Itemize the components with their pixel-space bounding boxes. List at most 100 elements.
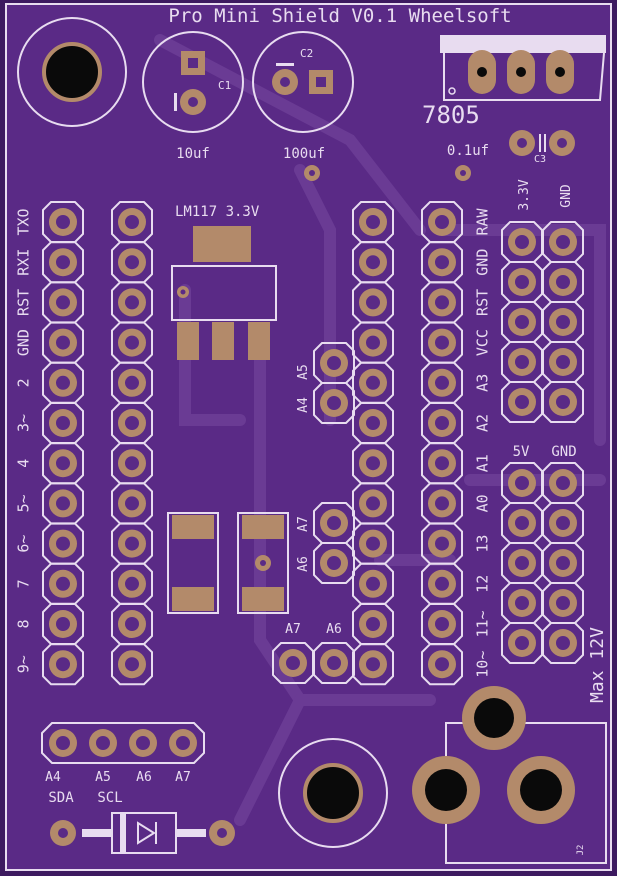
right-pin-label-9: 13 (474, 535, 492, 553)
a6-pad (313, 542, 355, 584)
left-header-inner-pin-1 (111, 201, 153, 243)
regulator-7805 (440, 35, 606, 101)
right-header-outer-pin-6 (421, 402, 463, 444)
header-5v-left-pin-4 (501, 582, 543, 624)
left-pin-label-3: RST (15, 289, 33, 316)
left-header-inner-pin-12 (111, 643, 153, 686)
capacitor-c2: C2 (252, 31, 354, 133)
right-header-outer-pin-2 (421, 241, 463, 284)
right-header-inner-pin-5 (352, 361, 394, 404)
left-pin-label-8: 5~ (15, 494, 33, 512)
capacitor-c1: C1 (142, 31, 244, 133)
smd-component-left (167, 512, 219, 614)
right-pin-label-6: A2 (474, 414, 492, 432)
bottom-header-sda: SDA (48, 790, 74, 806)
header-33-left-label: 3.3V (517, 179, 532, 210)
c2-ref: C2 (300, 47, 313, 60)
c3-value: 0.1uf (447, 143, 489, 159)
diode (50, 812, 235, 854)
right-header-outer-pin-9 (421, 522, 463, 565)
left-header-outer-pin-9 (42, 522, 84, 565)
left-pin-label-12: 9~ (15, 655, 33, 673)
left-pin-label-11: 8 (15, 619, 33, 628)
c1-value: 10uf (176, 146, 210, 162)
right-pin-label-7: A1 (474, 454, 492, 472)
left-pin-label-4: GND (15, 329, 33, 356)
bottom-header-outline (41, 722, 205, 764)
left-pin-label-5: 2 (15, 378, 33, 387)
right-pin-label-1: RAW (474, 207, 492, 235)
label-a4: A4 (296, 397, 311, 413)
bottom-header-a7: A7 (175, 770, 191, 785)
bottom-a6-pad (313, 642, 355, 684)
dc-jack: J2 (412, 686, 607, 864)
bottom-header-pin-3 (129, 729, 157, 757)
label-a6: A6 (296, 556, 311, 572)
label-a5: A5 (296, 364, 311, 380)
right-pin-label-11: 11~ (474, 610, 492, 637)
max-voltage-label: Max 12V (587, 627, 608, 703)
board-title: Pro Mini Shield V0.1 Wheelsoft (168, 5, 511, 27)
left-header-inner-pin-6 (111, 402, 153, 444)
bottom-header-pin-2 (89, 729, 117, 757)
header-33-right-pin-5 (542, 381, 584, 423)
bottom-header-a5: A5 (95, 770, 111, 785)
capacitor-c3: C3 (509, 130, 575, 165)
left-header-outer-pin-4 (42, 321, 84, 364)
left-pin-label-1: TXO (15, 208, 33, 235)
label-bottom-a7: A7 (285, 622, 301, 637)
header-5v-right-label: GND (551, 444, 576, 460)
c3-ref: C3 (534, 154, 546, 165)
header-5v-left-pin-5 (501, 622, 543, 664)
left-pin-label-10: 7 (15, 579, 33, 588)
dc-jack-ref: J2 (576, 845, 586, 856)
bottom-header-a6: A6 (136, 770, 152, 785)
label-bottom-a6: A6 (326, 622, 342, 637)
right-header-inner-pin-2 (352, 241, 394, 284)
right-pin-label-2: GND (474, 249, 492, 276)
left-pin-label-2: RXI (15, 249, 33, 276)
header-5v-left-label: 5V (513, 444, 530, 460)
bottom-header-scl: SCL (97, 790, 122, 806)
left-header-inner-pin-7 (111, 442, 153, 485)
right-header-inner-pin-3 (352, 281, 394, 324)
bottom-header-pin-1 (49, 729, 77, 757)
header-5v-left-pin-3 (501, 542, 543, 584)
right-header-outer-pin-12 (421, 643, 463, 686)
c1-ref: C1 (218, 79, 231, 92)
left-header-inner-pin-3 (111, 281, 153, 324)
right-pin-label-5: A3 (474, 374, 492, 392)
right-pin-label-12: 10~ (474, 651, 492, 678)
right-header-outer-pin-11 (421, 603, 463, 645)
regulator-lm117-label: LM117 3.3V (175, 204, 260, 220)
regulator-lm117 (171, 226, 277, 360)
bottom-header-a4: A4 (45, 770, 61, 785)
bottom-a7-pad (272, 642, 314, 684)
right-pin-label-4: VCC (474, 329, 492, 356)
left-header-outer-pin-5 (42, 361, 84, 404)
right-header-inner-pin-1 (352, 201, 394, 243)
right-pin-label-10: 12 (474, 575, 492, 593)
left-header-outer-pin-12 (42, 643, 84, 686)
bottom-header-pin-4 (169, 729, 197, 757)
smd-component-right (237, 512, 289, 614)
header-33-left-pin-5 (501, 381, 543, 423)
a4-pad (313, 382, 355, 424)
pin-headers (42, 201, 584, 757)
left-pin-label-7: 4 (15, 459, 33, 468)
header-5v-right-pin-5 (542, 622, 584, 664)
right-pin-label-3: RST (474, 289, 492, 316)
left-pin-label-9: 6~ (15, 535, 33, 553)
left-header-outer-pin-2 (42, 241, 84, 284)
right-pin-label-8: A0 (474, 494, 492, 512)
header-33-right-label: GND (559, 184, 574, 208)
left-header-outer-pin-6 (42, 402, 84, 444)
mounting-hole-bottom (278, 738, 388, 848)
vias (177, 165, 471, 571)
left-header-inner-pin-10 (111, 562, 153, 605)
c2-value: 100uf (283, 146, 325, 162)
regulator-7805-label: 7805 (422, 101, 480, 129)
